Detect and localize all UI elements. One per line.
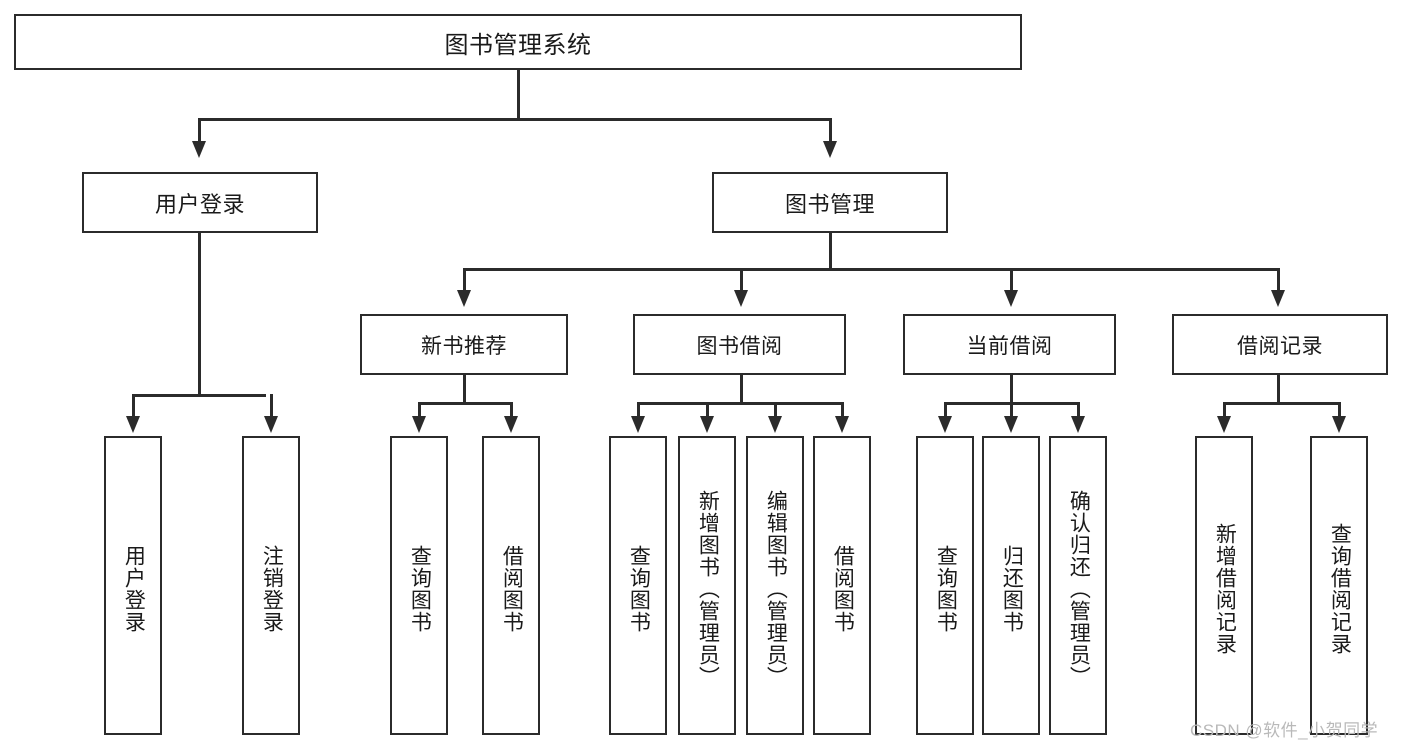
node-leaf-edit-book[interactable]: 编辑图书（管理员） — [746, 436, 804, 735]
connector-drop-leaf-borrow-book-2 — [841, 402, 844, 418]
node-leaf-user-login[interactable]: 用户登录 — [104, 436, 162, 735]
node-leaf-query-record[interactable]: 查询借阅记录 — [1310, 436, 1368, 735]
node-book-borrow[interactable]: 图书借阅 — [633, 314, 846, 375]
csdn-watermark: CSDN @软件_小贺同学 — [1190, 721, 1379, 740]
arrowhead-leaf-return-book — [1004, 416, 1018, 433]
arrowhead-book-borrow — [734, 290, 748, 307]
node-book-management-system[interactable]: 图书管理系统 — [14, 14, 1022, 70]
node-label: 新增图书（管理员） — [696, 489, 720, 688]
node-leaf-return-book[interactable]: 归还图书 — [982, 436, 1040, 735]
node-label: 新增借阅记录 — [1213, 522, 1237, 655]
connector-drop-current-borrow — [1010, 268, 1013, 292]
connector-drop-leaf-user-login — [132, 394, 135, 418]
node-label: 查询图书 — [934, 544, 958, 633]
connector-drop-leaf-edit-book — [774, 402, 777, 418]
arrowhead-borrow-record — [1271, 290, 1285, 307]
node-leaf-add-record[interactable]: 新增借阅记录 — [1195, 436, 1253, 735]
connector-drop-leaf-query-book-3 — [944, 402, 947, 418]
connector-drop-leaf-borrow-book-1 — [510, 402, 513, 418]
node-leaf-query-book-3[interactable]: 查询图书 — [916, 436, 974, 735]
connector-new-book-recommend-leaf-bus — [418, 402, 512, 405]
connector-user-login-leaf-bus — [132, 394, 266, 397]
connector-drop-leaf-confirm-return — [1077, 402, 1080, 418]
arrowhead-book-management — [823, 141, 837, 158]
connector-borrow-record-leaf-bus — [1223, 402, 1340, 405]
node-leaf-confirm-return[interactable]: 确认归还（管理员） — [1049, 436, 1107, 735]
node-label: 确认归还（管理员） — [1067, 489, 1091, 688]
connector-root-stem — [517, 70, 520, 120]
node-label: 用户登录 — [122, 544, 146, 633]
node-label: 图书管理系统 — [444, 31, 592, 59]
node-label: 借阅图书 — [500, 544, 524, 633]
node-label: 编辑图书（管理员） — [764, 489, 788, 688]
connector-drop-book-management — [829, 118, 832, 143]
connector-drop-borrow-record — [1277, 268, 1280, 292]
node-label: 图书管理 — [784, 191, 875, 217]
node-leaf-borrow-book-2[interactable]: 借阅图书 — [813, 436, 871, 735]
connector-current-borrow-stem — [1010, 375, 1013, 404]
node-book-management[interactable]: 图书管理 — [712, 172, 948, 233]
node-label: 图书借阅 — [696, 334, 783, 358]
connector-book-borrow-stem — [740, 375, 743, 404]
node-label: 查询图书 — [627, 544, 651, 633]
connector-borrow-record-stem — [1277, 375, 1280, 404]
node-label: 当前借阅 — [966, 334, 1053, 358]
node-leaf-borrow-book-1[interactable]: 借阅图书 — [482, 436, 540, 735]
node-leaf-add-book[interactable]: 新增图书（管理员） — [678, 436, 736, 735]
arrowhead-leaf-query-book-2 — [631, 416, 645, 433]
connector-drop-leaf-query-record — [1338, 402, 1341, 418]
node-borrow-record[interactable]: 借阅记录 — [1172, 314, 1388, 375]
connector-drop-leaf-logout-login — [270, 394, 273, 418]
arrowhead-leaf-confirm-return — [1071, 416, 1085, 433]
arrowhead-leaf-borrow-book-1 — [504, 416, 518, 433]
arrowhead-leaf-logout-login — [264, 416, 278, 433]
connector-drop-new-book-recommend — [463, 268, 466, 292]
node-user-login[interactable]: 用户登录 — [82, 172, 318, 233]
node-label: 用户登录 — [154, 191, 245, 217]
node-current-borrow[interactable]: 当前借阅 — [903, 314, 1116, 375]
arrowhead-leaf-user-login — [126, 416, 140, 433]
arrowhead-leaf-query-book-1 — [412, 416, 426, 433]
arrowhead-leaf-add-book — [700, 416, 714, 433]
node-label: 查询图书 — [408, 544, 432, 633]
connector-level1-bus — [198, 118, 830, 121]
arrowhead-leaf-add-record — [1217, 416, 1231, 433]
connector-drop-leaf-query-book-1 — [418, 402, 421, 418]
node-leaf-query-book-2[interactable]: 查询图书 — [609, 436, 667, 735]
arrowhead-leaf-query-book-3 — [938, 416, 952, 433]
node-new-book-recommend[interactable]: 新书推荐 — [360, 314, 568, 375]
connector-level3-bus — [463, 268, 1277, 271]
node-label: 归还图书 — [1000, 544, 1024, 633]
connector-drop-leaf-return-book — [1010, 402, 1013, 418]
arrowhead-current-borrow — [1004, 290, 1018, 307]
arrowhead-leaf-query-record — [1332, 416, 1346, 433]
node-leaf-query-book-1[interactable]: 查询图书 — [390, 436, 448, 735]
connector-drop-leaf-add-book — [706, 402, 709, 418]
arrowhead-leaf-borrow-book-2 — [835, 416, 849, 433]
connector-drop-leaf-add-record — [1223, 402, 1226, 418]
connector-drop-user-login — [198, 118, 201, 143]
node-label: 借阅图书 — [831, 544, 855, 633]
connector-book-borrow-leaf-bus — [637, 402, 843, 405]
connector-user-login-stem — [198, 233, 201, 396]
arrowhead-new-book-recommend — [457, 290, 471, 307]
arrowhead-leaf-edit-book — [768, 416, 782, 433]
node-leaf-logout-login[interactable]: 注销登录 — [242, 436, 300, 735]
connector-drop-leaf-query-book-2 — [637, 402, 640, 418]
connector-new-book-recommend-stem — [463, 375, 466, 404]
node-label: 查询借阅记录 — [1328, 522, 1352, 655]
connector-book-management-stem — [829, 233, 832, 270]
node-label: 借阅记录 — [1237, 334, 1323, 358]
connector-drop-book-borrow — [740, 268, 743, 292]
node-label: 新书推荐 — [421, 334, 507, 358]
node-label: 注销登录 — [260, 544, 284, 633]
arrowhead-user-login — [192, 141, 206, 158]
